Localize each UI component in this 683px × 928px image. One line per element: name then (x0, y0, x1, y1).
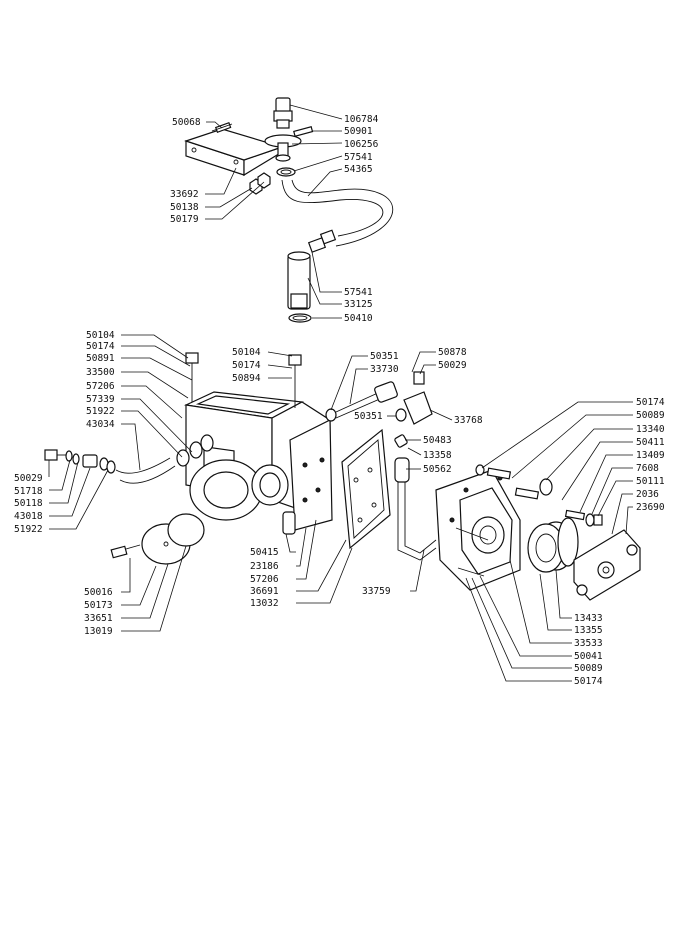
label-51922-upper: 51922 (86, 406, 115, 417)
label-33651: 33651 (84, 613, 113, 624)
label-50179: 50179 (170, 214, 199, 225)
label-33692: 33692 (170, 189, 199, 200)
label-50089-bottom: 50089 (574, 663, 603, 674)
label-33125: 33125 (344, 299, 373, 310)
label-50173: 50173 (84, 600, 113, 611)
label-50111: 50111 (636, 476, 665, 487)
label-50016: 50016 (84, 587, 113, 598)
label-50351-upper: 50351 (370, 351, 399, 362)
label-57541-lower: 57541 (344, 287, 373, 298)
label-50410: 50410 (344, 313, 373, 324)
label-50562: 50562 (423, 464, 452, 475)
label-23690: 23690 (636, 502, 665, 513)
label-13032: 13032 (250, 598, 279, 609)
label-50068: 50068 (172, 117, 201, 128)
label-50174-bottom: 50174 (574, 676, 603, 687)
label-57206-lower: 57206 (250, 574, 279, 585)
label-50104-left: 50104 (86, 330, 115, 341)
label-106784: 106784 (344, 114, 379, 125)
label-54365: 54365 (344, 164, 373, 175)
label-106256: 106256 (344, 139, 379, 150)
leader-lines (48, 104, 633, 682)
rotor (527, 517, 579, 573)
label-43034: 43034 (86, 419, 115, 430)
front-cover (110, 513, 205, 565)
label-13358: 13358 (423, 450, 452, 461)
label-50351-lower: 50351 (354, 411, 383, 422)
label-43018: 43018 (14, 511, 43, 522)
label-57541-upper: 57541 (344, 152, 373, 163)
label-51922-lower: 51922 (14, 524, 43, 535)
label-50894: 50894 (232, 373, 261, 384)
part-number-labels: 50068 106784 50901 106256 57541 54365 33… (14, 114, 665, 687)
label-50029-lower: 50029 (14, 473, 43, 484)
label-50041: 50041 (574, 651, 603, 662)
label-2036: 2036 (636, 489, 659, 500)
label-50415: 50415 (250, 547, 279, 558)
label-23186: 23186 (250, 561, 279, 572)
label-33768: 33768 (454, 415, 483, 426)
label-50878: 50878 (438, 347, 467, 358)
label-36691: 36691 (250, 586, 279, 597)
label-33759: 33759 (362, 586, 391, 597)
label-13019: 13019 (84, 626, 113, 637)
label-13340: 13340 (636, 424, 665, 435)
label-50891: 50891 (86, 353, 115, 364)
label-50029-upper: 50029 (438, 360, 467, 371)
upper-hose-assembly (184, 97, 394, 323)
label-51718: 51718 (14, 486, 43, 497)
label-33500: 33500 (86, 367, 115, 378)
label-57339: 57339 (86, 394, 115, 405)
label-50118: 50118 (14, 498, 43, 509)
label-50104-mid: 50104 (232, 347, 261, 358)
side-plate (341, 428, 391, 550)
lever (394, 434, 437, 561)
label-50174-mid: 50174 (232, 360, 261, 371)
label-50174-left: 50174 (86, 341, 115, 352)
label-13409: 13409 (636, 450, 665, 461)
pump-housing (435, 464, 553, 591)
label-7608: 7608 (636, 463, 659, 474)
label-33533: 33533 (574, 638, 603, 649)
label-13355: 13355 (574, 625, 603, 636)
label-13433: 13433 (574, 613, 603, 624)
label-50138: 50138 (170, 202, 199, 213)
main-housing (183, 352, 333, 535)
label-50901: 50901 (344, 126, 373, 137)
label-50411: 50411 (636, 437, 665, 448)
end-cover (564, 509, 641, 601)
label-50483: 50483 (423, 435, 452, 446)
left-fittings (44, 434, 214, 484)
label-33730: 33730 (370, 364, 399, 375)
label-57206-left: 57206 (86, 381, 115, 392)
label-50174-right: 50174 (636, 397, 665, 408)
label-50089-right: 50089 (636, 410, 665, 421)
